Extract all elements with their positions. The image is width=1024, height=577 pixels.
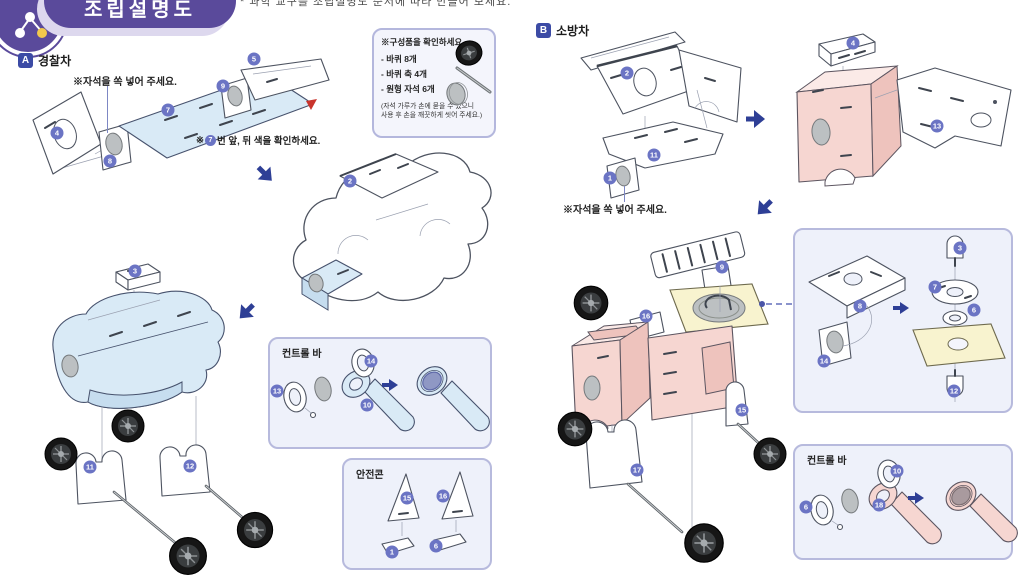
police-step1-diagram xyxy=(32,58,330,175)
part-label: 7 xyxy=(204,134,216,146)
part-label: 6 xyxy=(429,539,443,553)
component-item-wheels: - 바퀴 8개 xyxy=(381,54,417,64)
part-label: 9 xyxy=(216,79,230,93)
arrow-down-left-icon xyxy=(228,292,263,327)
part-label: 6 xyxy=(967,303,981,317)
control-bar-box-a: 컨트롤 바 xyxy=(268,337,492,449)
part-label: 4 xyxy=(50,126,64,140)
part-label: 9 xyxy=(715,260,729,274)
part-label: 16 xyxy=(436,489,450,503)
arrow-right-icon xyxy=(382,379,398,391)
arrow-down-right-icon xyxy=(246,158,281,193)
firetruck-step1-diagram xyxy=(580,31,742,199)
turntable-detail-box xyxy=(793,228,1013,413)
components-icons xyxy=(446,40,492,106)
arrow-down-left-icon xyxy=(746,188,781,223)
section-b-badge: B xyxy=(536,23,551,38)
note-pointer-line xyxy=(107,86,108,133)
color-check-note: ※ 7 번 앞, 뒤 색을 확인하세요. xyxy=(196,134,321,147)
part-label: 1 xyxy=(385,545,399,559)
control-bar-diagram-b xyxy=(810,459,1018,545)
firetruck-step3-diagram xyxy=(557,231,787,564)
component-item-axles: - 바퀴 축 4개 xyxy=(381,69,427,79)
part-label: 14 xyxy=(817,354,831,368)
part-label: 12 xyxy=(947,384,961,398)
section-a-title: 경찰차 xyxy=(38,54,72,68)
firetruck-step2-diagram xyxy=(795,33,1012,187)
molecule-icon xyxy=(15,12,47,38)
arrow-right-icon xyxy=(744,108,766,135)
magnet-icon xyxy=(446,82,468,106)
part-label: 8 xyxy=(853,299,867,313)
part-label: 16 xyxy=(639,309,653,323)
section-b-title: 소방차 xyxy=(556,24,590,38)
components-note-line1: (자석 가루가 손에 묻을 수 있으니 xyxy=(381,103,474,110)
part-label: 13 xyxy=(930,119,944,133)
component-item-magnets: - 원형 자석 6개 xyxy=(381,84,435,94)
part-label: 11 xyxy=(83,460,97,474)
part-label: 5 xyxy=(247,52,261,66)
section-b-header: B 소방차 xyxy=(536,22,589,39)
control-bar-diagram-a xyxy=(283,348,490,432)
part-label: 13 xyxy=(270,384,284,398)
axle-icon xyxy=(455,66,492,94)
components-note-line2: 사용 후 손을 깨끗하게 씻어 주세요.) xyxy=(381,112,483,119)
part-label: 18 xyxy=(872,498,886,512)
page-title: 조립설명도 xyxy=(84,0,196,21)
part-label: 10 xyxy=(360,398,374,412)
turntable-diagram xyxy=(808,235,1006,402)
control-bar-title-b: 컨트롤 바 xyxy=(807,456,847,467)
magnet-note-b: ※자석을 쏙 넣어 주세요. xyxy=(563,205,667,216)
section-a-badge: A xyxy=(18,53,33,68)
safety-cone-title: 안전콘 xyxy=(356,470,384,481)
police-step2-diagram xyxy=(292,152,492,311)
wheel-icon xyxy=(455,40,483,66)
part-label: 1 xyxy=(603,171,617,185)
section-a-header: A 경찰차 xyxy=(18,52,71,69)
part-label: 2 xyxy=(343,174,357,188)
part-label: 3 xyxy=(953,241,967,255)
page-subtitle: * 과학 교구를 조립설명도 순서에 따라 만들어 보세요. xyxy=(240,0,512,8)
part-label: 3 xyxy=(128,264,142,278)
police-step3-diagram xyxy=(44,263,274,576)
note-pointer-line-b xyxy=(624,186,625,202)
part-label: 10 xyxy=(890,464,904,478)
part-label: 12 xyxy=(183,459,197,473)
dashed-connector xyxy=(766,303,792,305)
arrow-right-icon xyxy=(908,492,924,504)
part-label: 11 xyxy=(647,148,661,162)
part-label: 6 xyxy=(799,500,813,514)
control-bar-box-b: 컨트롤 바 xyxy=(793,444,1018,560)
part-label: 15 xyxy=(400,491,414,505)
components-box: ※구성품을 확인하세요. - 바퀴 8개 - 바퀴 축 4개 - 원형 자석 6… xyxy=(372,28,496,138)
components-title: ※구성품을 확인하세요. xyxy=(381,37,465,47)
part-label: 14 xyxy=(364,354,378,368)
header-badge: 조립설명도 xyxy=(44,0,236,28)
part-label: 2 xyxy=(620,66,634,80)
magnet-note-a: ※자석을 쏙 넣어 주세요. xyxy=(73,77,177,88)
arrow-right-icon xyxy=(893,302,909,314)
part-label: 4 xyxy=(846,36,860,50)
control-bar-title-a: 컨트롤 바 xyxy=(282,349,322,360)
safety-cone-diagram xyxy=(381,471,474,555)
part-label: 7 xyxy=(928,280,942,294)
part-label: 7 xyxy=(161,103,175,117)
part-label: 17 xyxy=(630,463,644,477)
part-label: 8 xyxy=(103,154,117,168)
safety-cone-box: 안전콘 xyxy=(342,458,492,570)
part-label: 15 xyxy=(735,403,749,417)
